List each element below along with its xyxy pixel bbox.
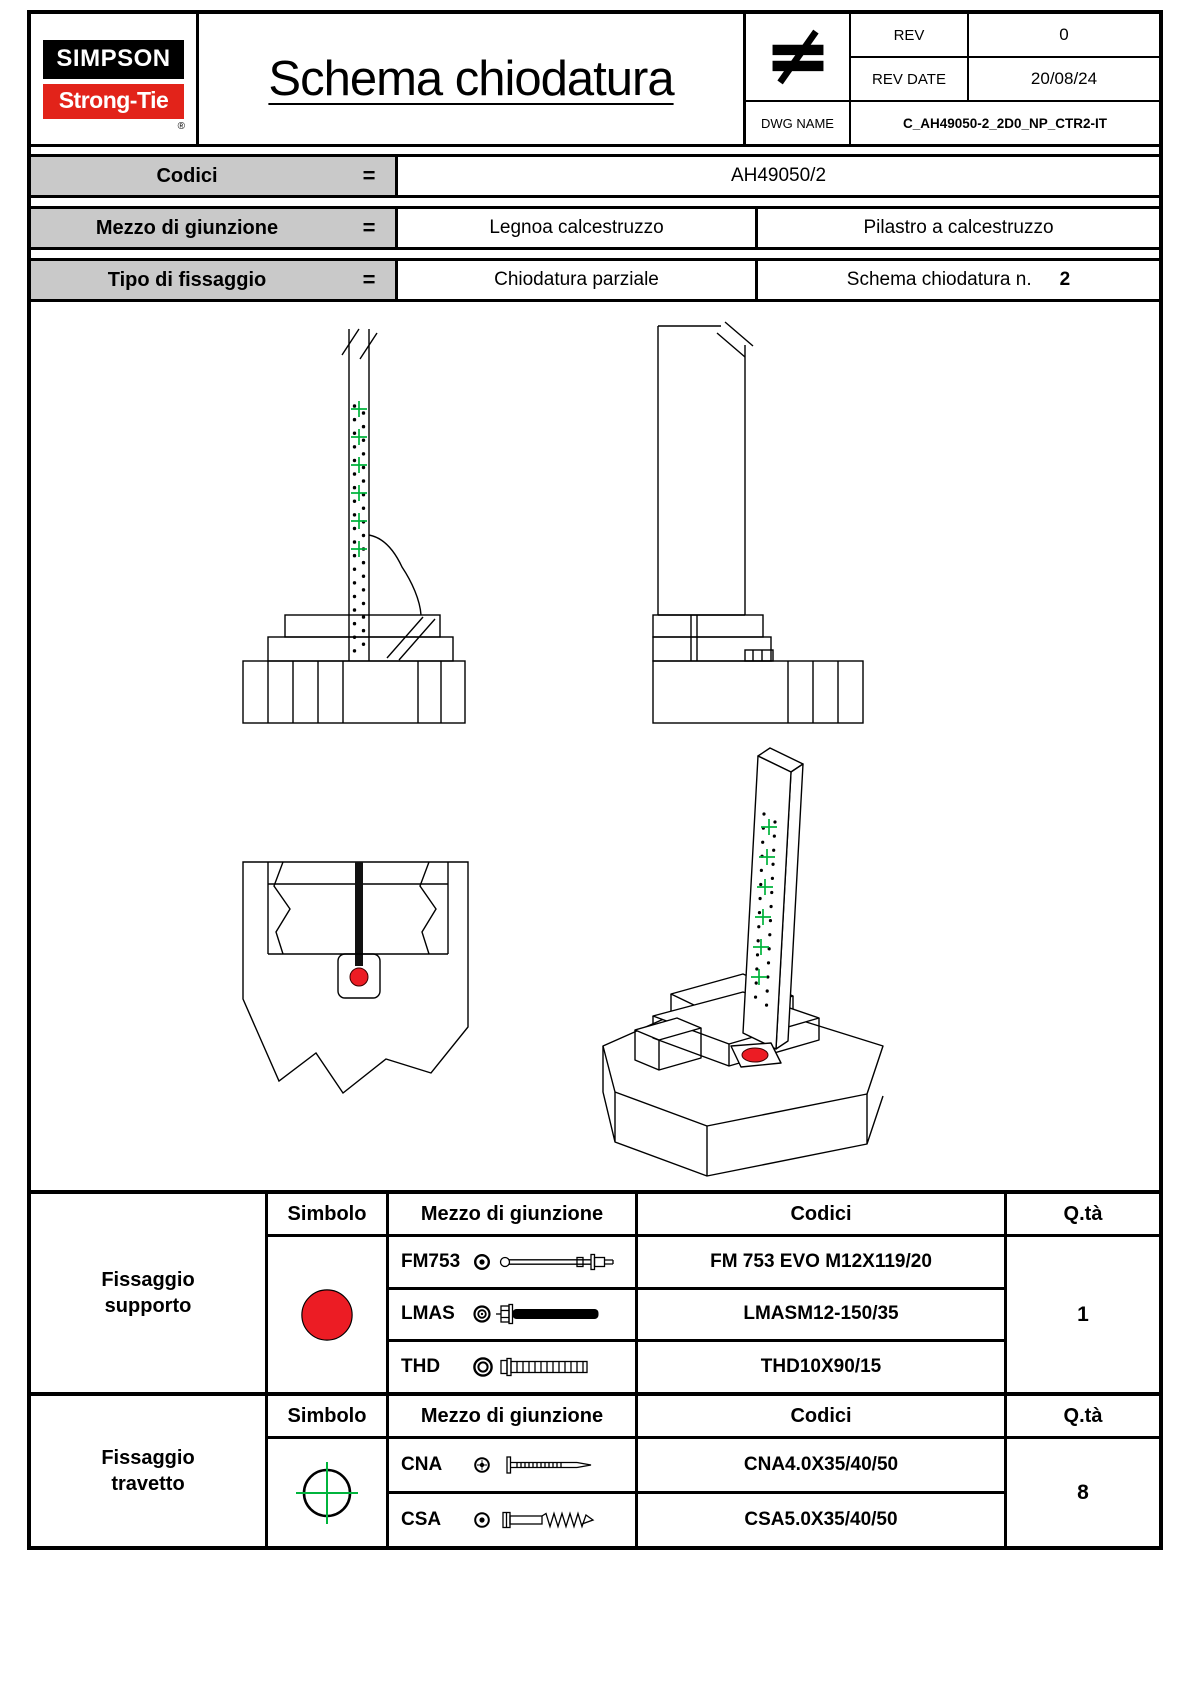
front-view-crosses — [351, 401, 367, 557]
rev-date-value: 20/08/24 — [969, 58, 1159, 100]
support-qty: 1 — [1007, 1237, 1159, 1392]
header-qta: Q.tà — [1007, 1194, 1159, 1234]
isometric-fixing-dot — [741, 1047, 769, 1063]
isometric-view — [602, 747, 884, 1177]
dwg-name-value: C_AH49050-2_2D0_NP_CTR2-IT — [851, 102, 1159, 144]
info-section: Codici = AH49050/2 Mezzo di giunzione = … — [31, 147, 1159, 309]
joist-row-csa: CSA — [389, 1494, 635, 1546]
section-label-support: Fissaggio supporto — [31, 1194, 265, 1392]
fastener-name: THD — [401, 1356, 441, 1378]
support-code-fm753: FM 753 EVO M12X119/20 — [638, 1237, 1004, 1287]
title-cell: Schema chiodatura — [199, 14, 743, 144]
section-view — [242, 861, 469, 1095]
mezzo-label: Mezzo di giunzione — [31, 209, 343, 247]
header-codici: Codici — [638, 1396, 1004, 1436]
header-qta: Q.tà — [1007, 1396, 1159, 1436]
logo-simpson-text: SIMPSON — [43, 39, 184, 79]
header-mezzo: Mezzo di giunzione — [389, 1194, 635, 1234]
drawing-sheet: SIMPSON Strong-Tie ® Schema chiodatura — [27, 10, 1163, 1550]
header-mezzo: Mezzo di giunzione — [389, 1396, 635, 1436]
joist-code-csa: CSA5.0X35/40/50 — [638, 1494, 1004, 1546]
not-equal-icon — [746, 14, 849, 100]
rev-value: 0 — [969, 14, 1159, 56]
lmas-heavy-duty-anchor-icon — [473, 1304, 599, 1325]
red-filled-circle-icon — [301, 1288, 353, 1341]
joist-qty: 8 — [1007, 1439, 1159, 1546]
logo-strongtie-text: Strong-Tie — [43, 83, 184, 119]
joist-fixing-table: Fissaggio travetto Simbolo Mezzo di giun… — [31, 1396, 1159, 1546]
schema-number-value: 2 — [1059, 269, 1071, 290]
joist-symbol — [268, 1439, 386, 1546]
rev-label: REV — [851, 14, 967, 56]
logo-strongtie-wrap: Strong-Tie ® — [43, 83, 185, 132]
support-row-thd: THD — [389, 1342, 635, 1392]
info-row-mezzo-giunzione: Mezzo di giunzione = Legnoa calcestruzzo… — [31, 206, 1159, 250]
support-fixing-table: Fissaggio supporto Simbolo Mezzo di giun… — [31, 1194, 1159, 1392]
thd-screw-anchor-icon — [473, 1357, 588, 1377]
support-symbol — [268, 1237, 386, 1392]
green-crosshair-circle-icon — [296, 1461, 358, 1524]
fastener-name: FM753 — [401, 1250, 461, 1272]
isometric-crosses — [751, 819, 777, 985]
section-label-joist: Fissaggio travetto — [31, 1396, 265, 1546]
tipo-value-1: Chiodatura parziale — [398, 261, 758, 299]
support-row-lmas: LMAS — [389, 1289, 635, 1340]
cna-annular-ring-nail-icon — [474, 1456, 592, 1474]
section-fixing-dot — [349, 967, 369, 987]
mezzo-value-2: Pilastro a calcestruzzo — [863, 217, 1054, 238]
mezzo-value-1: Legnoa calcestruzzo — [398, 209, 758, 247]
technical-drawing — [31, 309, 1159, 1194]
equals-sign: = — [343, 261, 398, 299]
drawing-canvas — [242, 321, 884, 1177]
revision-block: REV 0 REV DATE 20/08/24 DWG NAME C_AH490… — [743, 14, 1159, 144]
registered-mark: ® — [177, 120, 185, 132]
page-title: Schema chiodatura — [268, 52, 674, 106]
fastener-name: CSA — [401, 1509, 442, 1530]
codici-label: Codici — [31, 157, 343, 195]
schema-number-cell: Schema chiodatura n. 2 — [758, 261, 1159, 299]
csa-wood-screw-icon — [474, 1511, 595, 1529]
side-view — [652, 321, 864, 724]
support-row-fm753: FM753 — [389, 1237, 635, 1287]
table-separator — [31, 1392, 1159, 1396]
title-block: SIMPSON Strong-Tie ® Schema chiodatura — [31, 14, 1159, 147]
joist-code-cna: CNA4.0X35/40/50 — [638, 1439, 1004, 1491]
front-view-nail-dots — [352, 404, 366, 656]
fm753-concrete-bolt-icon — [473, 1253, 614, 1270]
fastener-name: LMAS — [401, 1303, 455, 1325]
header-codici: Codici — [638, 1194, 1004, 1234]
header-simbolo: Simbolo — [268, 1396, 386, 1436]
joist-row-cna: CNA — [389, 1439, 635, 1491]
support-code-lmas: LMASM12-150/35 — [638, 1289, 1004, 1340]
fastener-name: CNA — [401, 1454, 443, 1475]
isometric-nail-dots — [753, 812, 777, 1019]
info-row-codici: Codici = AH49050/2 — [31, 154, 1159, 198]
equals-sign: = — [343, 209, 398, 247]
schema-number-label: Schema chiodatura n. — [846, 269, 1032, 290]
rev-date-label: REV DATE — [851, 58, 967, 100]
simpson-strongtie-logo: SIMPSON Strong-Tie ® — [31, 14, 199, 144]
codici-value: AH49050/2 — [730, 165, 827, 186]
info-row-tipo-fissaggio: Tipo di fissaggio = Chiodatura parziale … — [31, 258, 1159, 302]
front-view — [242, 328, 466, 724]
equals-sign: = — [343, 157, 398, 195]
header-simbolo: Simbolo — [268, 1194, 386, 1234]
dwg-name-label: DWG NAME — [746, 102, 849, 144]
tipo-label: Tipo di fissaggio — [31, 261, 343, 299]
support-code-thd: THD10X90/15 — [638, 1342, 1004, 1392]
